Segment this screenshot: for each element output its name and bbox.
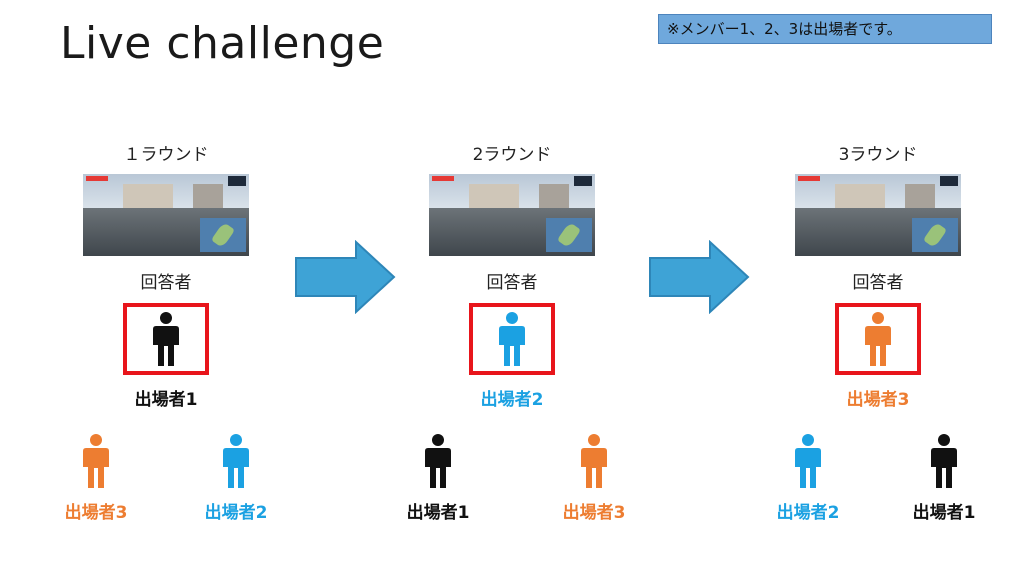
map-icon (546, 218, 592, 252)
member-waiting: 出場者2 (186, 434, 286, 523)
answerer-frame (123, 303, 209, 375)
round-1: １ラウンド 回答者 出場者1 (76, 142, 256, 410)
round-3: 3ラウンド 回答者 出場者3 (788, 142, 968, 410)
round-2: 2ラウンド 回答者 出場者2 (422, 142, 602, 410)
member-waiting: 出場者2 (758, 434, 858, 523)
person-icon (223, 434, 249, 488)
map-icon (912, 218, 958, 252)
member-name: 出場者1 (406, 503, 470, 523)
answerer-label: 回答者 (486, 273, 538, 293)
round-label: 2ラウンド (472, 145, 552, 165)
logo-icon (86, 176, 108, 181)
round-label: 3ラウンド (838, 145, 918, 165)
arrow-right-icon (649, 240, 750, 314)
person-icon (83, 434, 109, 488)
member-name: 出場者3 (64, 503, 128, 523)
note-box: ※メンバー1、2、3は出場者です。 (658, 14, 992, 44)
map-icon (200, 218, 246, 252)
member-waiting: 出場者3 (46, 434, 146, 523)
logo-icon (432, 176, 454, 181)
answerer-name: 出場者3 (846, 390, 910, 410)
person-icon (499, 312, 525, 366)
street-view-thumbnail (83, 174, 249, 256)
round-label: １ラウンド (123, 145, 209, 165)
slide-title: Live challenge (60, 18, 385, 69)
member-name: 出場者2 (776, 503, 840, 523)
arrow-right-icon (295, 240, 396, 314)
answerer-label: 回答者 (852, 273, 904, 293)
person-icon (581, 434, 607, 488)
member-name: 出場者3 (562, 503, 626, 523)
street-view-thumbnail (429, 174, 595, 256)
member-waiting: 出場者1 (388, 434, 488, 523)
member-waiting: 出場者3 (544, 434, 644, 523)
logo-icon (798, 176, 820, 181)
answerer-frame (469, 303, 555, 375)
person-icon (931, 434, 957, 488)
person-icon (425, 434, 451, 488)
answerer-frame (835, 303, 921, 375)
answerer-label: 回答者 (140, 273, 192, 293)
person-icon (865, 312, 891, 366)
street-view-thumbnail (795, 174, 961, 256)
member-name: 出場者2 (204, 503, 268, 523)
answerer-name: 出場者1 (134, 390, 198, 410)
member-waiting: 出場者1 (894, 434, 994, 523)
person-icon (153, 312, 179, 366)
answerer-name: 出場者2 (480, 390, 544, 410)
member-name: 出場者1 (912, 503, 976, 523)
person-icon (795, 434, 821, 488)
